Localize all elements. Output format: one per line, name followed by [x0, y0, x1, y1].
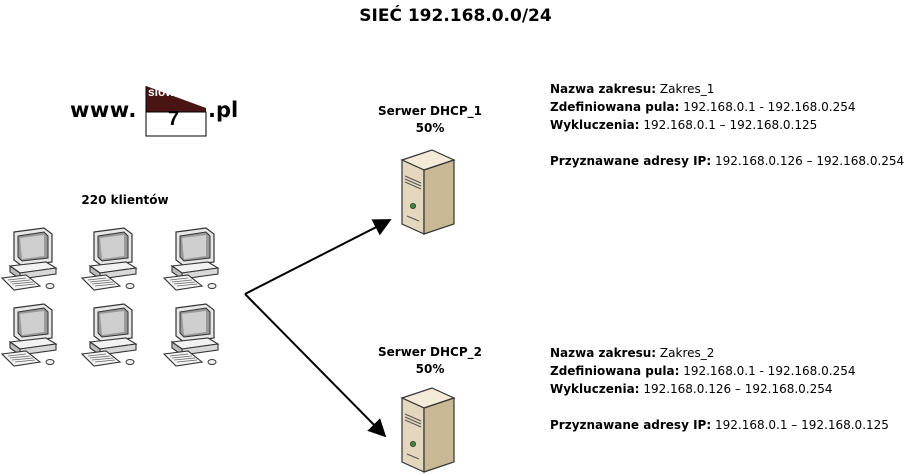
site-logo[interactable]: www. slow 7 .pl [70, 80, 270, 140]
scope-row: Nazwa zakresu: Zakres_2 [550, 346, 715, 360]
computer-icon [81, 303, 137, 367]
logo-suffix: .pl [208, 98, 239, 122]
clients-label: 220 klientów [81, 193, 169, 207]
computer-icon [163, 303, 219, 367]
server-1-share: 50% [415, 121, 445, 135]
server-2-label: Serwer DHCP_2 50% [355, 344, 505, 378]
server-1-info: Nazwa zakresu: Zakres_1 Zdefiniowana pul… [550, 80, 904, 170]
server-1-label: Serwer DHCP_1 50% [355, 103, 505, 137]
pool-row: Zdefiniowana pula: 192.168.0.1 - 192.168… [550, 364, 856, 378]
server-2-name: Serwer DHCP_2 [378, 345, 482, 359]
server-1-name: Serwer DHCP_1 [378, 104, 482, 118]
server-icon [401, 387, 455, 473]
logo-badge-bottom: 7 [168, 108, 180, 130]
scope-row: Nazwa zakresu: Zakres_1 [550, 82, 715, 96]
exclusions-row: Wykluczenia: 192.168.0.1 – 192.168.0.125 [550, 118, 818, 132]
computer-icon [1, 227, 57, 291]
connection-arrow-server-2 [244, 293, 387, 438]
computer-icon [81, 227, 137, 291]
assigned-row: Przyznawane adresy IP: 192.168.0.126 – 1… [550, 154, 905, 168]
diagram-title: SIEĆ 192.168.0.0/24 [359, 6, 552, 26]
connection-arrow-server-1 [244, 219, 392, 295]
logo-prefix: www. [70, 98, 137, 122]
computer-icon [1, 303, 57, 367]
assigned-row: Przyznawane adresy IP: 192.168.0.1 – 192… [550, 418, 889, 432]
pool-row: Zdefiniowana pula: 192.168.0.1 - 192.168… [550, 100, 856, 114]
logo-badge-top: slow [148, 85, 175, 99]
logo-badge-icon [145, 86, 207, 137]
client-computers [1, 227, 219, 367]
server-2-info: Nazwa zakresu: Zakres_2 Zdefiniowana pul… [550, 344, 889, 434]
exclusions-row: Wykluczenia: 192.168.0.126 – 192.168.0.2… [550, 382, 833, 396]
computer-icon [163, 227, 219, 291]
server-2-share: 50% [415, 362, 445, 376]
server-icon [401, 149, 455, 235]
